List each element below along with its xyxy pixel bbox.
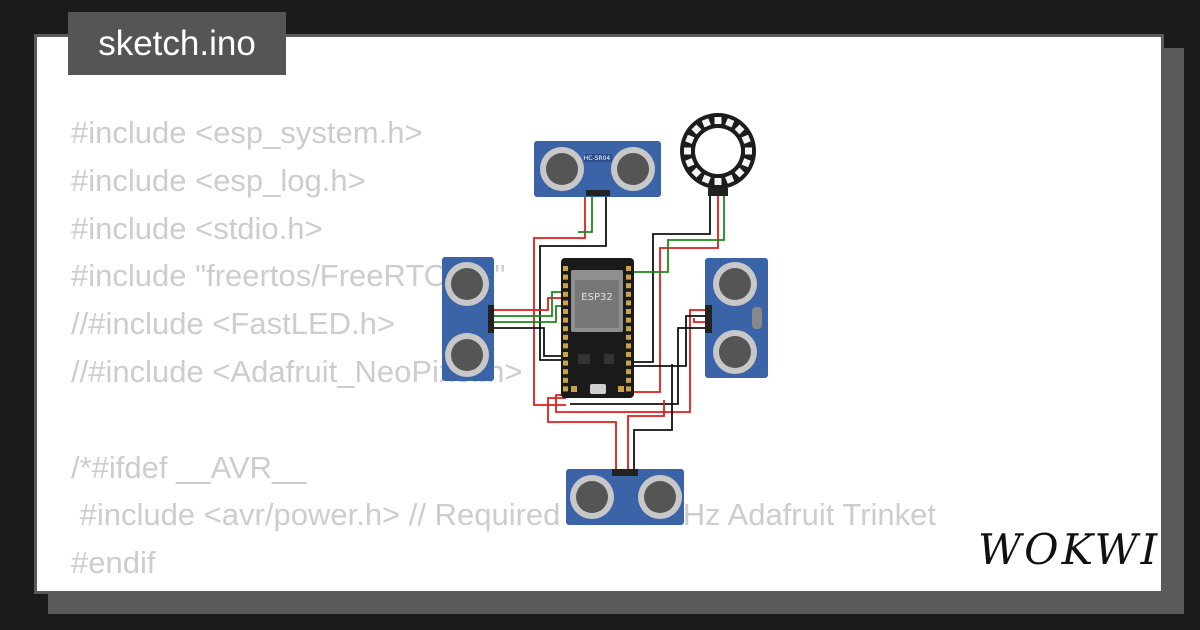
header-pin <box>626 309 631 314</box>
code-line: #endif <box>71 545 156 581</box>
header-pin <box>626 266 631 271</box>
wire-red <box>547 397 617 470</box>
header-pin <box>626 317 631 323</box>
wire-red <box>627 400 665 470</box>
ring-led <box>741 158 751 168</box>
ultrasonic-sensor-top: HC-SR04 <box>534 141 661 197</box>
ring-led <box>725 118 735 128</box>
wire-red <box>533 196 586 406</box>
ring-led <box>685 134 695 144</box>
ring-led <box>725 174 735 184</box>
header-pin <box>563 309 568 314</box>
header-pin <box>626 386 631 392</box>
code-line: //#include <FastLED.h> <box>71 306 395 342</box>
header-pin <box>563 317 568 323</box>
wire-green <box>578 196 593 233</box>
esp32-board: ESP32 <box>561 258 634 398</box>
neopixel-ring <box>680 113 756 196</box>
header-pin <box>626 360 631 366</box>
wire-black <box>570 327 711 405</box>
header-pin <box>563 266 568 271</box>
wire-red <box>633 196 719 393</box>
header-pin <box>626 334 631 340</box>
header-pin <box>626 377 631 383</box>
header-pin <box>626 291 631 297</box>
code-line: #include <esp_system.h> <box>71 115 423 150</box>
header-pin <box>563 386 568 392</box>
header-pin <box>626 369 631 375</box>
mcu-label: ESP32 <box>581 292 612 303</box>
ring-led <box>714 178 722 185</box>
wire-green <box>494 291 566 317</box>
wire-green <box>633 196 725 273</box>
header-pin <box>563 291 568 297</box>
wire-black <box>633 196 711 363</box>
header-pin <box>626 283 631 289</box>
wire-black <box>539 196 607 361</box>
ring-led <box>691 124 702 135</box>
ring-led <box>701 174 711 184</box>
ring-led <box>684 147 691 155</box>
header-pin <box>626 343 631 349</box>
wire-black <box>494 327 566 357</box>
header-pin <box>563 334 568 340</box>
ring-led <box>685 158 695 168</box>
ring-led <box>741 134 751 144</box>
ultrasonic-sensor-right <box>705 258 768 378</box>
header-pin <box>563 343 568 349</box>
header-pin <box>563 369 568 375</box>
sketch-title-tab[interactable]: sketch.ino <box>68 12 286 75</box>
wire-red <box>555 309 711 413</box>
header-pin <box>563 352 568 357</box>
header-pin <box>563 360 568 366</box>
ring-led <box>714 117 722 124</box>
wire-black <box>633 364 673 470</box>
wires <box>494 196 725 470</box>
ring-led <box>691 167 702 178</box>
code-line: #include <esp_log.h> <box>71 162 366 198</box>
header-pin <box>563 377 568 383</box>
header-pin <box>626 274 631 280</box>
header-pin <box>563 274 568 280</box>
header-pin <box>563 326 568 332</box>
ring-led <box>734 167 745 178</box>
wokwi-logo: WOKWI <box>978 525 1161 574</box>
ultrasonic-sensor-bottom <box>566 469 684 525</box>
wire-red <box>494 297 566 311</box>
header-pin <box>626 300 631 306</box>
header-pin <box>626 352 631 357</box>
code-line: #include <stdio.h> <box>71 210 323 246</box>
wire-black <box>633 315 711 367</box>
sensor-label: HC-SR04 <box>584 155 611 162</box>
header-pin <box>563 300 568 306</box>
ultrasonic-sensor-left <box>442 257 494 381</box>
header-pin <box>563 283 568 289</box>
ring-led <box>734 124 745 135</box>
header-pin <box>626 326 631 332</box>
code-line: /*#ifdef __AVR__ <box>71 449 307 485</box>
ring-led <box>701 118 711 128</box>
ring-led <box>745 147 752 155</box>
wire-green <box>494 305 566 323</box>
